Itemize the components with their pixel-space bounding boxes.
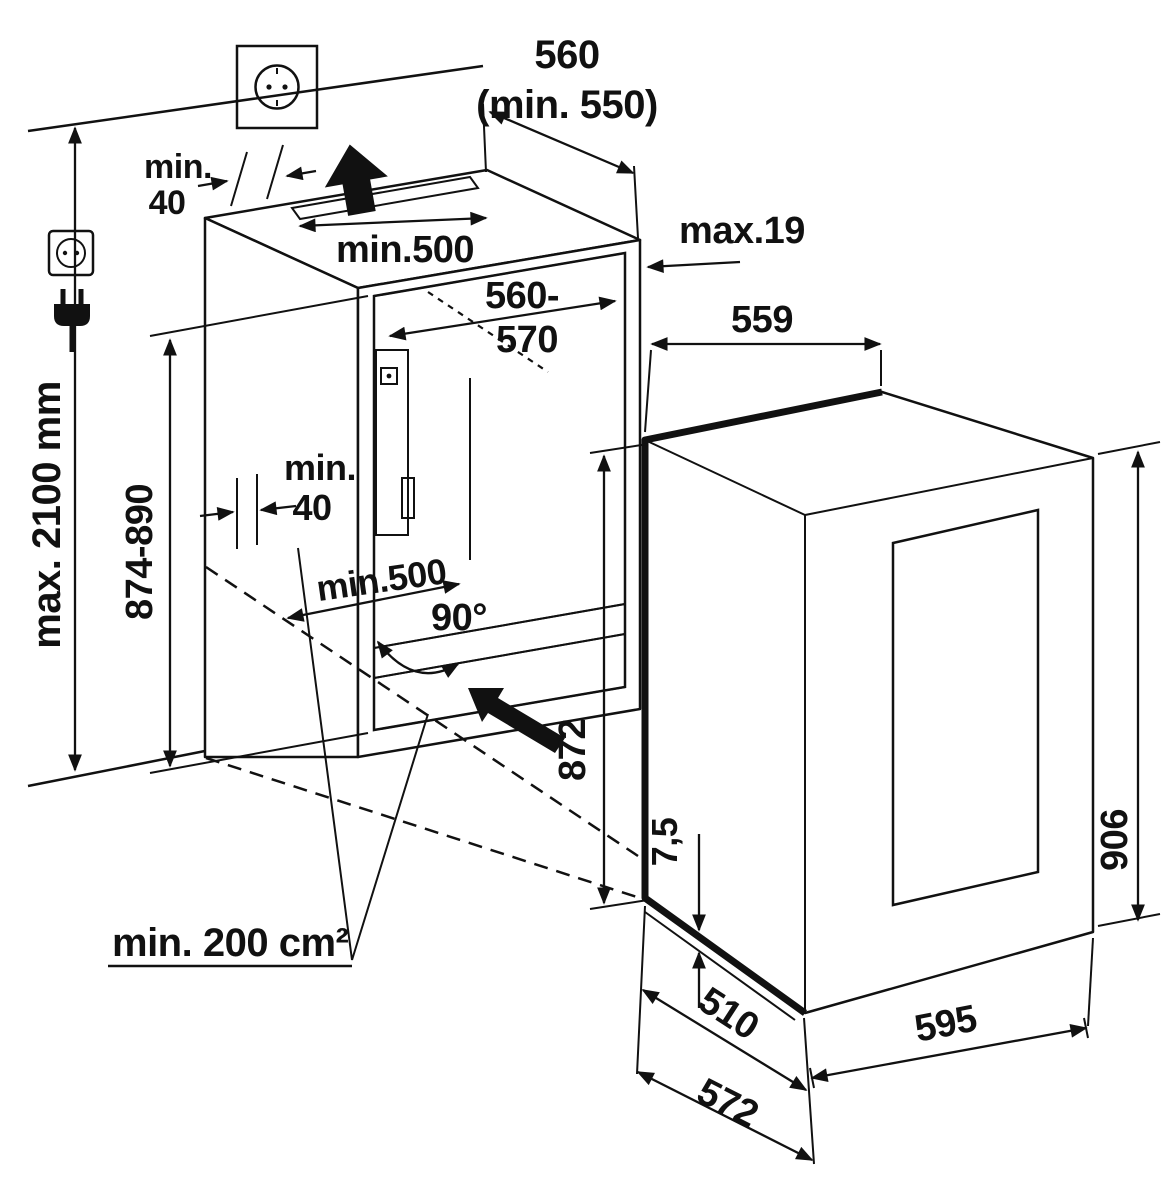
hinge-bracket — [375, 349, 415, 536]
dim-niche-width: 560- 570 — [388, 275, 617, 361]
label-niche-depth: 560 — [534, 33, 599, 77]
label-niche-width-2: 570 — [496, 319, 558, 361]
dim-appliance-height: 906 — [1094, 441, 1161, 927]
dim-door-angle: 90° — [376, 597, 487, 678]
label-appliance-top-width: 559 — [731, 299, 793, 341]
dim-top-vent-width: min.500 — [298, 211, 488, 271]
label-furniture-panel: max.19 — [679, 210, 805, 252]
appliance-edges — [644, 439, 1094, 1013]
guide-line-lower — [205, 756, 641, 900]
appliance — [641, 388, 1095, 1021]
label-appliance-width: 595 — [911, 998, 980, 1051]
floor-line — [27, 748, 211, 788]
dim-niche-height: 874-890 — [119, 295, 369, 774]
dim-mid-clearance: min. 40 — [199, 447, 357, 549]
label-depth-with-door: 572 — [690, 1071, 764, 1137]
dim-depth-with-door: 572 — [636, 1071, 814, 1162]
label-niche-height: 874-890 — [119, 484, 161, 620]
ceiling-line — [27, 64, 484, 133]
label-top-clearance-value: 40 — [149, 184, 186, 222]
glass-door-panel — [891, 508, 1040, 907]
label-door-angle: 90° — [431, 597, 487, 639]
label-top-vent-width: min.500 — [336, 229, 474, 271]
label-appliance-front-height: 872 — [552, 719, 594, 781]
guide-line-upper — [205, 565, 639, 858]
dim-appliance-top-width: 559 — [644, 299, 882, 433]
label-mid-clearance-value: 40 — [292, 487, 331, 528]
label-ceiling-height: max. 2100 mm — [25, 381, 69, 649]
airflow-arrow-icon — [324, 144, 388, 216]
vent-area-callout: min. 200 cm² — [108, 547, 429, 968]
label-niche-width-1: 560- — [485, 275, 559, 317]
dim-appliance-front-height: 872 — [552, 443, 649, 910]
dim-furniture-panel: max.19 — [646, 210, 805, 274]
dim-top-clearance: min. 40 — [144, 144, 317, 222]
label-door-bottom-gap: 7,5 — [644, 817, 685, 866]
power-socket-icon — [235, 44, 319, 130]
socket-symbol-icon — [47, 229, 95, 277]
label-top-clearance-word: min. — [144, 148, 212, 186]
power-plug-icon — [54, 289, 90, 352]
appliance-body — [643, 390, 1095, 1015]
insert-arrow-icon — [468, 688, 565, 753]
top-vent-slot — [290, 175, 480, 221]
dim-ceiling-height: max. 2100 mm — [25, 126, 82, 772]
dim-appliance-width: 595 — [809, 937, 1094, 1089]
dim-niche-depth: 560 (min. 550) — [476, 33, 658, 239]
label-niche-depth-min: (min. 550) — [476, 83, 658, 127]
door-front-edge — [641, 388, 883, 1016]
label-appliance-height: 906 — [1094, 809, 1136, 871]
niche-front-frame — [356, 238, 642, 759]
label-mid-clearance-word: min. — [284, 447, 356, 488]
label-vent-area: min. 200 cm² — [112, 921, 349, 965]
dim-door-bottom-gap: 7,5 — [644, 817, 706, 1008]
